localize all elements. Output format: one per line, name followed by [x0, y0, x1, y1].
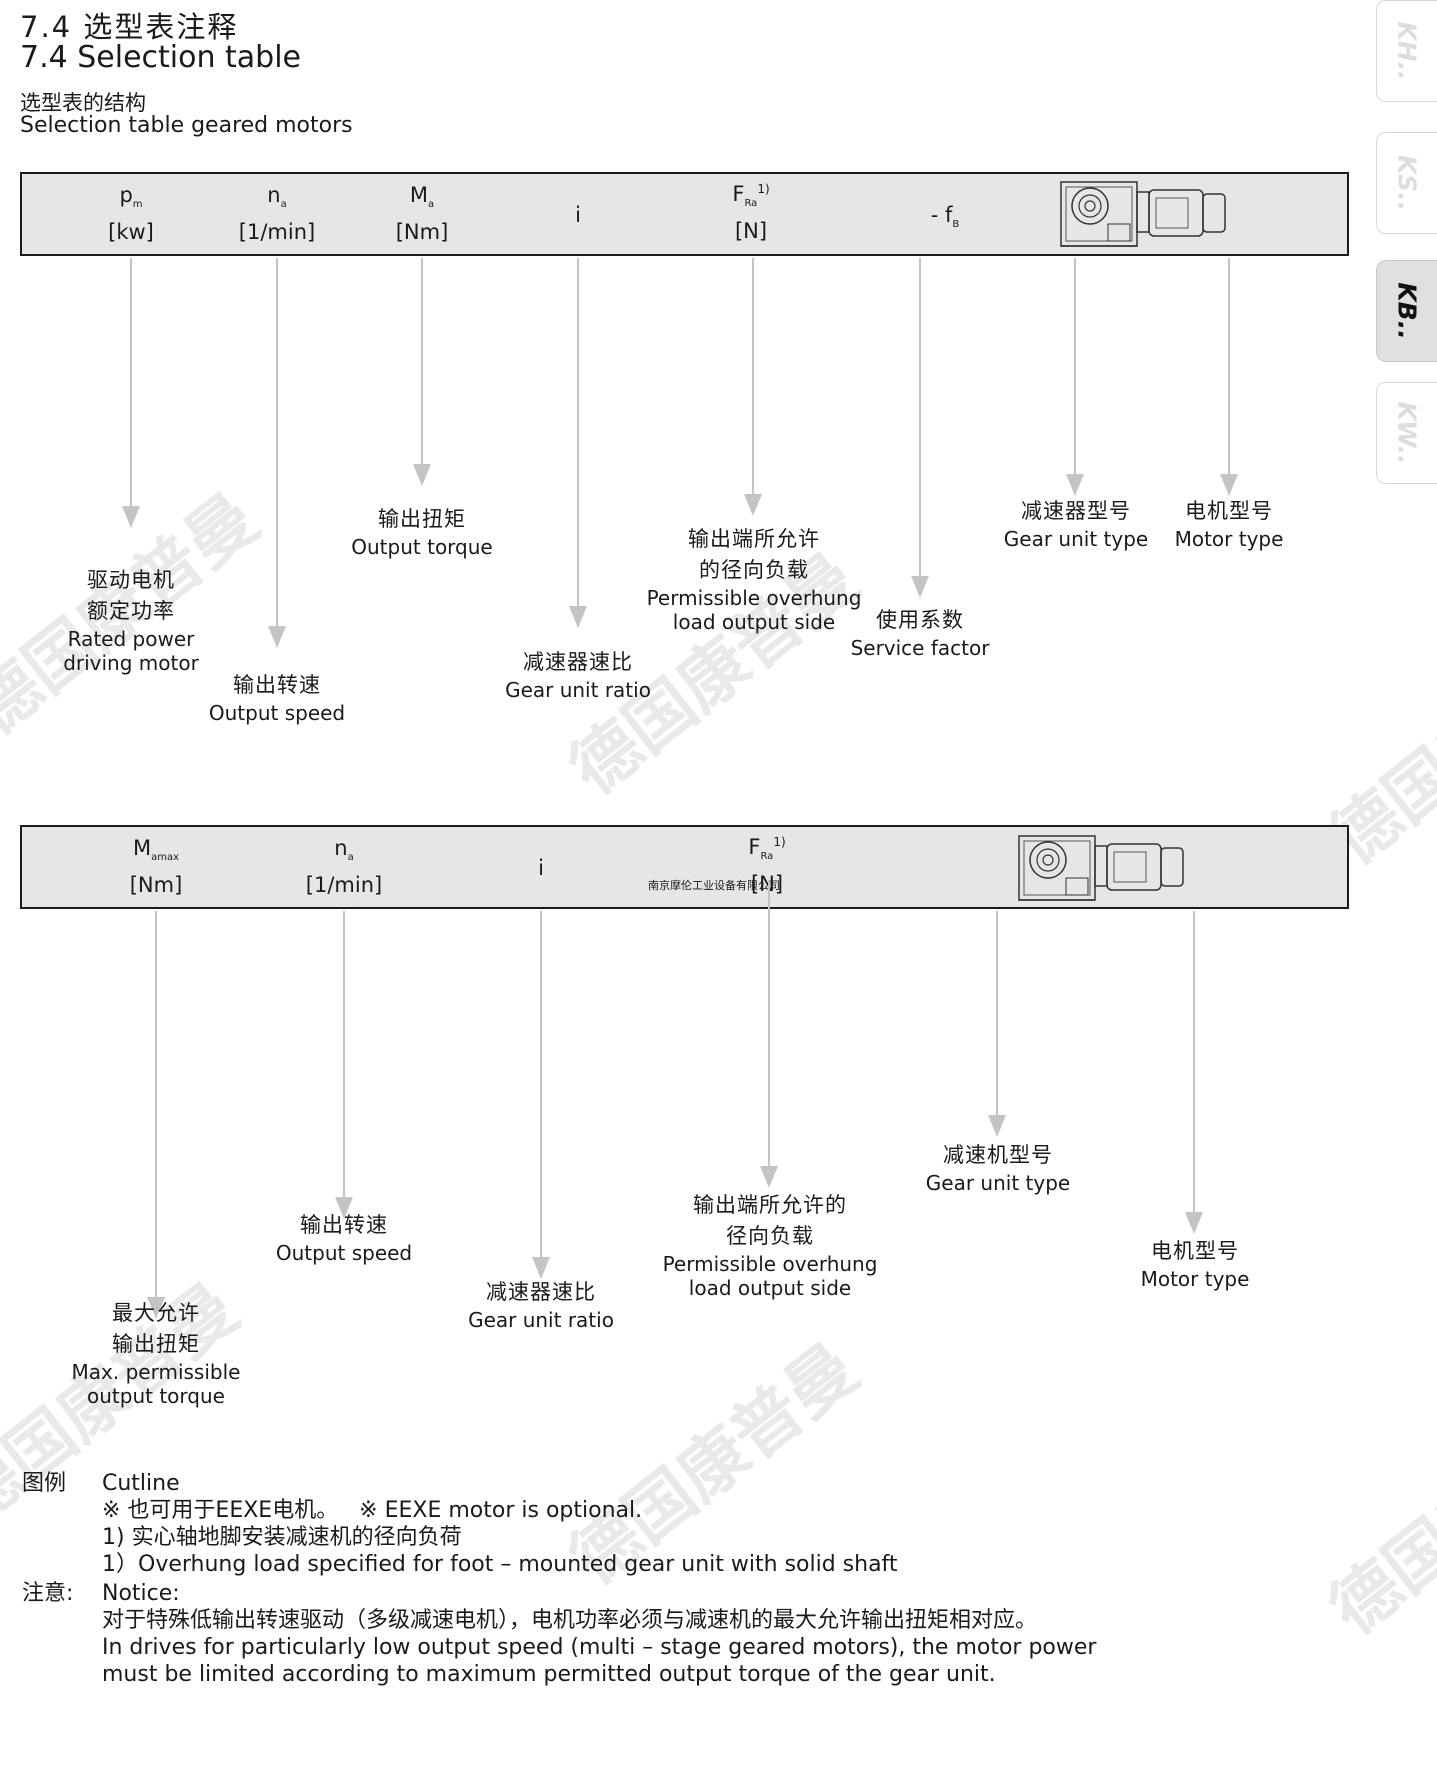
tab-ks[interactable]: KS.. [1376, 132, 1437, 234]
arrow-line [343, 911, 345, 1201]
header-na: na [1/min] [305, 836, 383, 898]
header-fra: FRa1) [N] [748, 835, 786, 897]
label-motor-type: 电机型号 Motor type [1174, 499, 1284, 551]
arrow-line [540, 911, 542, 1261]
arrow-head [335, 1197, 353, 1219]
label-gear-ratio: 减速器速比 Gear unit ratio [468, 1280, 614, 1332]
label-output-torque: 输出扭矩 Output torque [351, 507, 493, 559]
watermark: 德国康普曼 [1316, 1379, 1437, 1651]
legend-label-cn: 图例 [22, 1471, 67, 1496]
arrow-line [577, 258, 579, 610]
header-ma: Ma [Nm] [395, 183, 449, 245]
arrow-head [532, 1257, 550, 1279]
legend-label-en: Cutline [102, 1471, 180, 1496]
header-na: na [1/min] [238, 183, 316, 245]
tab-kw[interactable]: KW.. [1376, 382, 1437, 484]
header-i: i [538, 856, 544, 880]
arrow-line [996, 911, 998, 1119]
tab-kh[interactable]: KH.. [1376, 0, 1437, 102]
arrow-head [147, 1297, 165, 1319]
arrow-line [130, 258, 132, 510]
header-fra: FRa1) [N] [732, 182, 770, 244]
arrow-head [760, 1166, 778, 1188]
arrow-head [413, 464, 431, 486]
arrow-head [268, 626, 286, 648]
notice-line-en-2: must be limited according to maximum per… [102, 1662, 996, 1687]
tab-kb[interactable]: KB.. [1376, 260, 1437, 362]
label-gear-unit-type: 减速器型号 Gear unit type [1003, 499, 1149, 551]
arrow-head [744, 494, 762, 516]
label-output-speed: 输出转速 Output speed [208, 673, 346, 725]
arrow-line [1228, 258, 1230, 478]
label-gear-unit-type: 减速机型号 Gear unit type [925, 1143, 1071, 1195]
arrow-head [1066, 474, 1084, 496]
header-mamax: Mamax [Nm] [129, 836, 183, 898]
label-service-factor: 使用系数 Service factor [850, 608, 990, 660]
label-overhung-load: 输出端所允许 的径向负载 Permissible overhung load o… [646, 527, 862, 634]
notice-label-cn: 注意: [22, 1581, 74, 1606]
notice-label-en: Notice: [102, 1581, 180, 1606]
arrow-line [768, 880, 770, 1170]
gear-motor-drawing [1060, 181, 1226, 247]
notice-line-en-1: In drives for particularly low output sp… [102, 1635, 1097, 1660]
label-rated-power: 驱动电机 额定功率 Rated power driving motor [63, 568, 199, 675]
arrow-head [569, 606, 587, 628]
arrow-head [1185, 1212, 1203, 1234]
arrow-head [911, 576, 929, 598]
arrow-line [1193, 911, 1195, 1216]
selection-table-header-band [20, 172, 1349, 256]
header-pm: pm [kw] [108, 183, 154, 245]
section-title-en: 7.4 Selection table [20, 40, 302, 75]
arrow-head [988, 1115, 1006, 1137]
selection-table-header-band [20, 825, 1349, 909]
label-motor-type: 电机型号 Motor type [1140, 1239, 1250, 1291]
legend-line-eexe: ※ 也可用于EEXE电机。 ※ EEXE motor is optional. [102, 1498, 643, 1523]
arrow-line [919, 258, 921, 580]
arrow-head [1220, 474, 1238, 496]
company-name: 南京摩伦工业设备有限公司 [648, 879, 780, 892]
header-fb: - fB [930, 203, 960, 231]
label-max-torque: 最大允许 输出扭矩 Max. permissible output torque [71, 1301, 241, 1408]
arrow-line [155, 911, 157, 1301]
gear-motor-drawing [1018, 835, 1184, 901]
section-title-cn: 7.4 选型表注释 [20, 10, 239, 44]
arrow-line [276, 258, 278, 630]
structure-heading-cn: 选型表的结构 [20, 91, 146, 115]
label-overhung-load: 输出端所允许的 径向负载 Permissible overhung load o… [662, 1193, 878, 1300]
legend-line-footnote-en: 1）Overhung load specified for foot – mou… [102, 1552, 898, 1577]
arrow-line [1074, 258, 1076, 478]
label-gear-ratio: 减速器速比 Gear unit ratio [505, 650, 651, 702]
notice-line-cn: 对于特殊低输出转速驱动（多级减速电机），电机功率必须与减速机的最大允许输出扭矩相… [102, 1608, 1038, 1633]
arrow-head [122, 506, 140, 528]
legend-line-footnote-cn: 1) 实心轴地脚安装减速机的径向负荷 [102, 1525, 462, 1550]
arrow-line [421, 258, 423, 468]
header-i: i [575, 203, 581, 227]
structure-heading-en: Selection table geared motors [20, 113, 353, 138]
arrow-line [752, 258, 754, 498]
label-output-speed: 输出转速 Output speed [275, 1213, 413, 1265]
